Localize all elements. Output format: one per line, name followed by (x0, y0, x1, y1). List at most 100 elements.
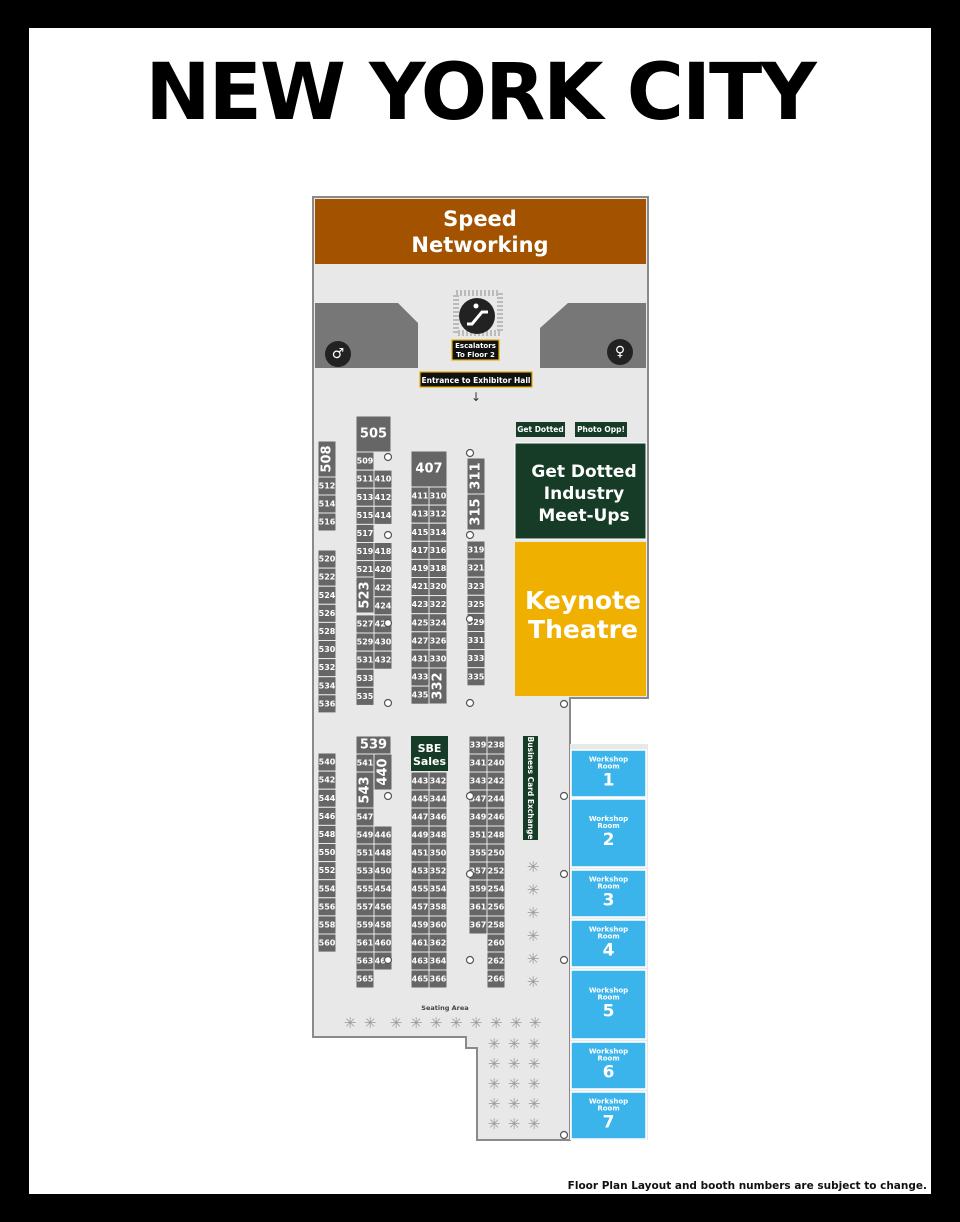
booth-321[interactable]: 321 (466, 558, 486, 578)
booth-258[interactable]: 258 (486, 915, 506, 935)
booth-316[interactable]: 316 (428, 540, 448, 560)
booth-535[interactable]: 535 (355, 686, 375, 706)
booth-432[interactable]: 432 (373, 650, 393, 670)
booth-527[interactable]: 527 (355, 614, 375, 634)
booth-526[interactable]: 526 (317, 603, 337, 623)
booth-511[interactable]: 511 (355, 469, 375, 489)
booth-359[interactable]: 359 (468, 879, 488, 899)
booth-425[interactable]: 425 (410, 613, 430, 633)
booth-407[interactable]: 407 (410, 450, 448, 488)
booth-344[interactable]: 344 (428, 789, 448, 809)
booth-325[interactable]: 325 (466, 594, 486, 614)
booth-423[interactable]: 423 (410, 595, 430, 615)
booth-322[interactable]: 322 (428, 595, 448, 615)
booth-331[interactable]: 331 (466, 631, 486, 651)
booth-324[interactable]: 324 (428, 613, 448, 633)
booth-508[interactable]: 508 (317, 440, 337, 478)
booth-352[interactable]: 352 (428, 861, 448, 881)
booth-513[interactable]: 513 (355, 487, 375, 507)
booth-238[interactable]: 238 (486, 735, 506, 755)
booth-530[interactable]: 530 (317, 640, 337, 660)
booth-350[interactable]: 350 (428, 843, 448, 863)
booth-555[interactable]: 555 (355, 879, 375, 899)
booth-544[interactable]: 544 (317, 788, 337, 808)
booth-355[interactable]: 355 (468, 843, 488, 863)
booth-520[interactable]: 520 (317, 549, 337, 569)
booth-361[interactable]: 361 (468, 897, 488, 917)
booth-540[interactable]: 540 (317, 752, 337, 772)
booth-454[interactable]: 454 (373, 879, 393, 899)
booth-320[interactable]: 320 (428, 577, 448, 597)
booth-539[interactable]: 539 (355, 735, 392, 755)
booth-330[interactable]: 330 (428, 649, 448, 669)
booth-246[interactable]: 246 (486, 807, 506, 827)
booth-528[interactable]: 528 (317, 621, 337, 642)
booth-315[interactable]: 315 (466, 493, 486, 531)
booth-548[interactable]: 548 (317, 824, 337, 845)
booth-358[interactable]: 358 (428, 897, 448, 917)
booth-335[interactable]: 335 (466, 667, 486, 687)
booth-453[interactable]: 453 (410, 861, 430, 881)
booth-561[interactable]: 561 (355, 933, 375, 953)
booth-531[interactable]: 531 (355, 650, 375, 670)
booth-418[interactable]: 418 (373, 542, 393, 562)
booth-505[interactable]: 505 (355, 415, 392, 453)
booth-541[interactable]: 541 (355, 753, 375, 773)
booth-463[interactable]: 463 (410, 951, 430, 971)
booth-552[interactable]: 552 (317, 861, 337, 881)
booth-512[interactable]: 512 (317, 476, 337, 496)
booth-240[interactable]: 240 (486, 753, 506, 773)
booth-427[interactable]: 427 (410, 631, 430, 651)
booth-312[interactable]: 312 (428, 504, 448, 524)
booth-460[interactable]: 460 (373, 933, 393, 953)
booth-461[interactable]: 461 (410, 933, 430, 953)
booth-516[interactable]: 516 (317, 512, 337, 532)
booth-556[interactable]: 556 (317, 897, 337, 917)
booth-565[interactable]: 565 (355, 969, 375, 989)
booth-417[interactable]: 417 (410, 540, 430, 560)
booth-242[interactable]: 242 (486, 771, 506, 791)
booth-457[interactable]: 457 (410, 897, 430, 917)
booth-410[interactable]: 410 (373, 469, 393, 489)
booth-339[interactable]: 339 (468, 735, 488, 755)
booth-341[interactable]: 341 (468, 753, 488, 773)
booth-254[interactable]: 254 (486, 879, 506, 899)
booth-354[interactable]: 354 (428, 879, 448, 899)
booth-459[interactable]: 459 (410, 915, 430, 935)
booth-554[interactable]: 554 (317, 879, 337, 899)
booth-449[interactable]: 449 (410, 825, 430, 845)
booth-450[interactable]: 450 (373, 861, 393, 881)
booth-431[interactable]: 431 (410, 649, 430, 669)
booth-348[interactable]: 348 (428, 825, 448, 845)
booth-546[interactable]: 546 (317, 806, 337, 826)
booth-266[interactable]: 266 (486, 969, 506, 989)
booth-560[interactable]: 560 (317, 933, 337, 953)
keynote-theatre-zone[interactable] (515, 542, 646, 696)
booth-362[interactable]: 362 (428, 933, 448, 953)
booth-519[interactable]: 519 (355, 542, 375, 562)
booth-550[interactable]: 550 (317, 843, 337, 863)
entrance-label-box[interactable] (419, 371, 533, 388)
booth-411[interactable]: 411 (410, 486, 430, 506)
booth-465[interactable]: 465 (410, 969, 430, 989)
booth-435[interactable]: 435 (410, 685, 430, 705)
booth-515[interactable]: 515 (355, 505, 375, 525)
booth-514[interactable]: 514 (317, 494, 337, 514)
booth-557[interactable]: 557 (355, 897, 375, 917)
booth-414[interactable]: 414 (373, 505, 393, 525)
booth-364[interactable]: 364 (428, 951, 448, 971)
booth-448[interactable]: 448 (373, 843, 393, 863)
booth-549[interactable]: 549 (355, 825, 375, 845)
booth-547[interactable]: 547 (355, 807, 375, 827)
booth-244[interactable]: 244 (486, 789, 506, 809)
booth-326[interactable]: 326 (428, 631, 448, 651)
booth-509[interactable]: 509 (355, 451, 375, 471)
booth-319[interactable]: 319 (466, 540, 486, 560)
business-card-exchange-zone[interactable] (523, 736, 538, 840)
booth-351[interactable]: 351 (468, 825, 488, 845)
